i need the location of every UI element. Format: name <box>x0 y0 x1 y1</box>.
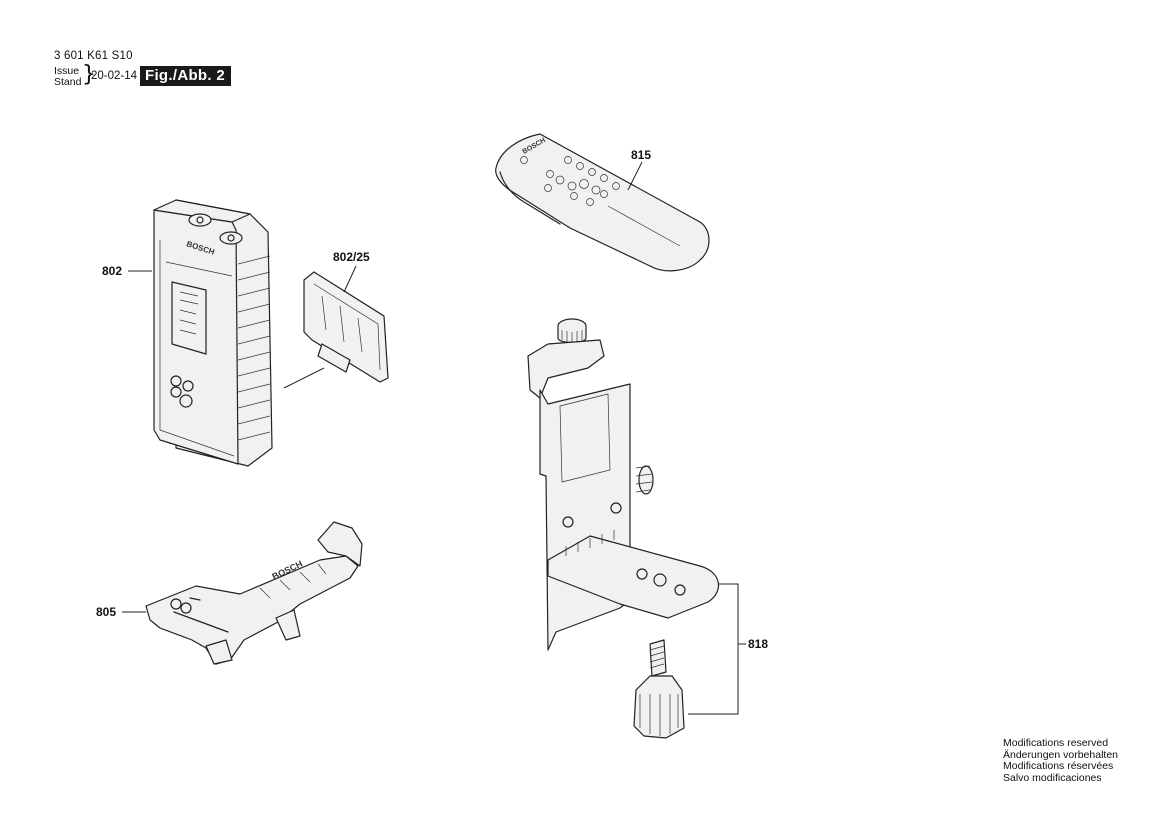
stand-label: Stand <box>54 76 82 88</box>
part-805-clamp[interactable] <box>145 521 363 665</box>
modifications-line-en: Modifications reserved <box>1003 737 1109 749</box>
modifications-line-fr: Modifications réservées <box>1003 760 1114 772</box>
issue-stand-labels: Issue Stand <box>54 66 81 88</box>
modifications-line-es: Salvo modificaciones <box>1003 771 1102 784</box>
part-815-remote[interactable] <box>495 133 710 272</box>
figure-badge: Fig./Abb. 2 <box>140 66 231 86</box>
part-label-818: 818 <box>748 637 769 651</box>
part-818-wall-mount[interactable] <box>527 318 719 739</box>
part-802-25-battery-cover[interactable] <box>303 271 389 383</box>
document-number: 3 601 K61 S10 <box>54 50 133 62</box>
part-802-receiver[interactable] <box>153 199 273 467</box>
part-label-815: 815 <box>631 148 652 162</box>
modifications-notice: Modifications reserved Änderungen vorbeh… <box>1003 737 1119 784</box>
leader-lines <box>122 161 746 715</box>
part-label-805: 805 <box>96 605 117 619</box>
part-label-802: 802 <box>102 264 123 278</box>
brace-glyph: } <box>82 62 96 87</box>
issue-date: 20-02-14 <box>91 70 138 82</box>
modifications-line-de: Änderungen vorbehalten <box>1003 748 1119 761</box>
part-label-802-25: 802/25 <box>333 250 370 264</box>
issue-label: Issue <box>54 65 80 77</box>
